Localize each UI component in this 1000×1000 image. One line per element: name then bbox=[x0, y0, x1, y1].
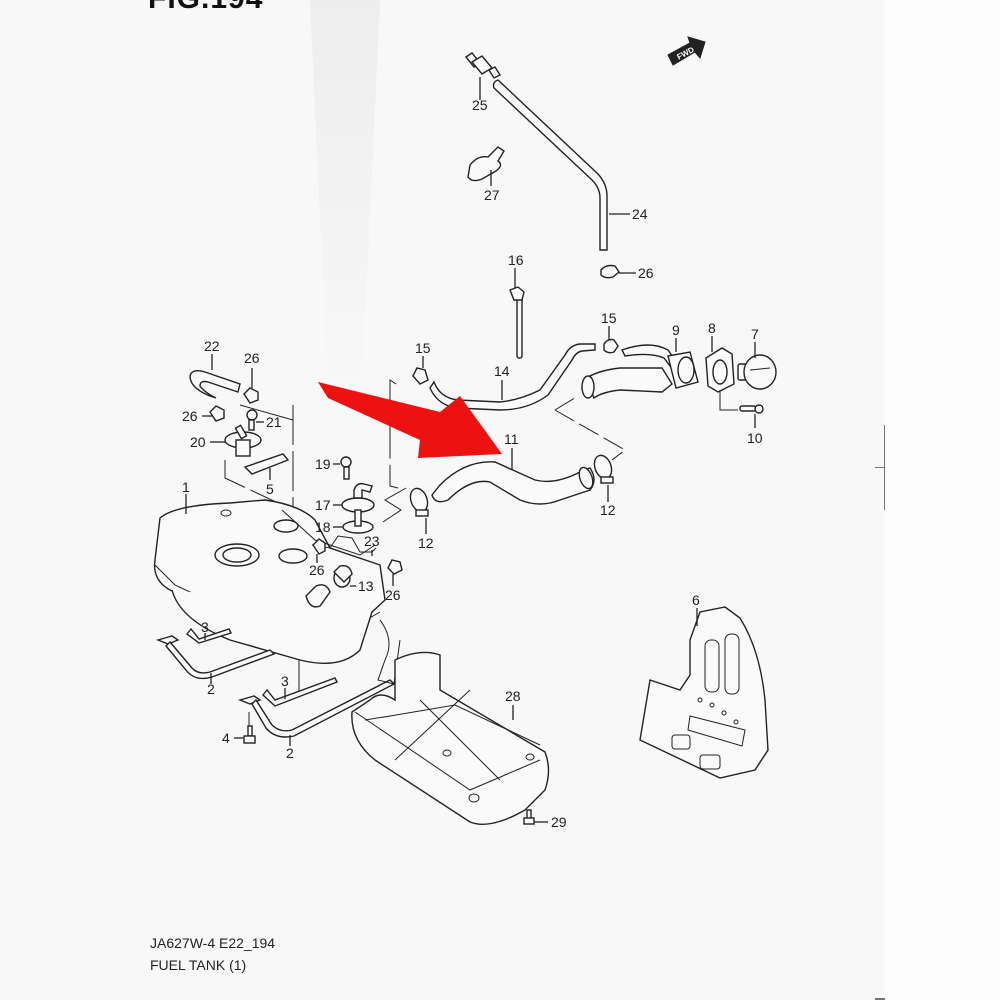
callout-3-right[interactable]: 3 bbox=[281, 673, 289, 689]
part-15-clip-lower[interactable] bbox=[412, 367, 429, 385]
callout-13[interactable]: 13 bbox=[358, 578, 374, 594]
assembly-line bbox=[554, 395, 579, 411]
part-10-screw[interactable] bbox=[739, 404, 764, 414]
part-18-gasket[interactable] bbox=[342, 509, 374, 534]
callout-8[interactable]: 8 bbox=[708, 320, 716, 336]
page-edge-tick bbox=[875, 998, 885, 1000]
part-12-clamp-right[interactable] bbox=[591, 453, 614, 484]
part-7-filler-cap[interactable] bbox=[737, 354, 777, 390]
callout-22[interactable]: 22 bbox=[204, 338, 220, 354]
part-29-bolt[interactable] bbox=[523, 809, 535, 825]
assembly-line bbox=[224, 460, 294, 511]
part-3-cushion-left[interactable] bbox=[186, 627, 232, 644]
callout-26-right[interactable]: 26 bbox=[385, 587, 401, 603]
callout-21[interactable]: 21 bbox=[266, 414, 282, 430]
callout-19[interactable]: 19 bbox=[315, 456, 331, 472]
part-26-clip-tank[interactable] bbox=[312, 538, 326, 555]
callout-7[interactable]: 7 bbox=[751, 326, 759, 342]
callout-25[interactable]: 25 bbox=[472, 97, 488, 113]
page-edge-tick bbox=[875, 467, 885, 468]
red-highlight-arrow bbox=[318, 382, 502, 458]
figure-code: JA627W-4 E22_194 bbox=[150, 935, 276, 951]
part-17-fuel-gauge-unit[interactable] bbox=[341, 482, 375, 513]
part-14-breather-hose[interactable] bbox=[429, 343, 596, 411]
assembly-line bbox=[239, 404, 294, 421]
callout-12-right[interactable]: 12 bbox=[600, 502, 616, 518]
callout-26-tank[interactable]: 26 bbox=[309, 562, 325, 578]
callout-2-right[interactable]: 2 bbox=[286, 745, 294, 761]
part-5-pad[interactable] bbox=[243, 453, 290, 475]
callout-24[interactable]: 24 bbox=[632, 206, 648, 222]
part-11-filler-hose[interactable] bbox=[431, 461, 595, 505]
part-20-valve[interactable] bbox=[224, 424, 262, 457]
figure-name: FUEL TANK (1) bbox=[150, 957, 247, 973]
callout-10[interactable]: 10 bbox=[747, 430, 763, 446]
callout-29[interactable]: 29 bbox=[551, 814, 567, 830]
callout-3-left[interactable]: 3 bbox=[201, 619, 209, 635]
part-25-valve[interactable] bbox=[464, 52, 502, 79]
part-4-bolt[interactable] bbox=[243, 725, 256, 744]
part-28-tank-protector[interactable] bbox=[351, 651, 550, 825]
part-1-fuel-tank[interactable] bbox=[153, 499, 386, 665]
callout-17[interactable]: 17 bbox=[315, 497, 331, 513]
assembly-line bbox=[382, 487, 407, 523]
callout-26-upper[interactable]: 26 bbox=[244, 350, 260, 366]
callout-labels: 25 24 27 26 16 15 15 14 9 8 7 10 11 12 1… bbox=[182, 97, 763, 830]
strap-hook bbox=[377, 619, 401, 685]
callout-15-upper[interactable]: 15 bbox=[601, 310, 617, 326]
part-9-filler-neck[interactable] bbox=[581, 344, 699, 400]
part-19-screw[interactable] bbox=[340, 456, 352, 480]
callout-16[interactable]: 16 bbox=[508, 252, 524, 268]
figure-title: FIG.194 bbox=[148, 0, 263, 16]
fwd-direction-badge: FWD bbox=[667, 36, 706, 66]
part-26-clip-left[interactable] bbox=[209, 405, 225, 422]
part-3-cushion-right[interactable] bbox=[262, 677, 338, 707]
callout-14[interactable]: 14 bbox=[494, 363, 510, 379]
part-13-cap[interactable] bbox=[333, 564, 353, 588]
part-8-gasket[interactable] bbox=[705, 347, 735, 393]
part-21-screw[interactable] bbox=[246, 409, 258, 431]
callout-2-left[interactable]: 2 bbox=[207, 681, 215, 697]
assembly-line bbox=[554, 409, 626, 461]
callout-11[interactable]: 11 bbox=[504, 431, 519, 447]
part-6-side-protector[interactable] bbox=[639, 606, 769, 779]
callout-23[interactable]: 23 bbox=[364, 533, 380, 549]
callout-6[interactable]: 6 bbox=[692, 592, 700, 608]
callout-26-top[interactable]: 26 bbox=[638, 265, 654, 281]
callout-26-left[interactable]: 26 bbox=[182, 408, 198, 424]
callout-4[interactable]: 4 bbox=[222, 730, 230, 746]
callout-9[interactable]: 9 bbox=[672, 322, 680, 338]
part-12-clamp-left[interactable] bbox=[407, 486, 430, 517]
part-26-clip-left-upper[interactable] bbox=[243, 387, 259, 404]
callout-12-left[interactable]: 12 bbox=[418, 535, 434, 551]
leader-10-assembly bbox=[719, 390, 738, 411]
callout-15-lower[interactable]: 15 bbox=[415, 340, 431, 356]
part-22-hose[interactable] bbox=[189, 369, 241, 399]
part-15-clip-upper[interactable] bbox=[603, 338, 619, 354]
callout-20[interactable]: 20 bbox=[190, 434, 206, 450]
part-2-tank-strap-left[interactable] bbox=[155, 635, 276, 680]
callout-28[interactable]: 28 bbox=[505, 688, 521, 704]
callout-18[interactable]: 18 bbox=[315, 519, 331, 535]
part-26-clip[interactable] bbox=[600, 264, 620, 279]
callout-5[interactable]: 5 bbox=[266, 481, 274, 497]
part-24-hose[interactable] bbox=[492, 79, 608, 251]
assembly-line bbox=[389, 379, 399, 489]
part-16-pipe[interactable] bbox=[509, 286, 525, 359]
callout-1[interactable]: 1 bbox=[182, 479, 190, 495]
part-26-clip-right[interactable] bbox=[387, 559, 403, 575]
callout-27[interactable]: 27 bbox=[484, 187, 500, 203]
part-27-clamp[interactable] bbox=[467, 146, 505, 182]
